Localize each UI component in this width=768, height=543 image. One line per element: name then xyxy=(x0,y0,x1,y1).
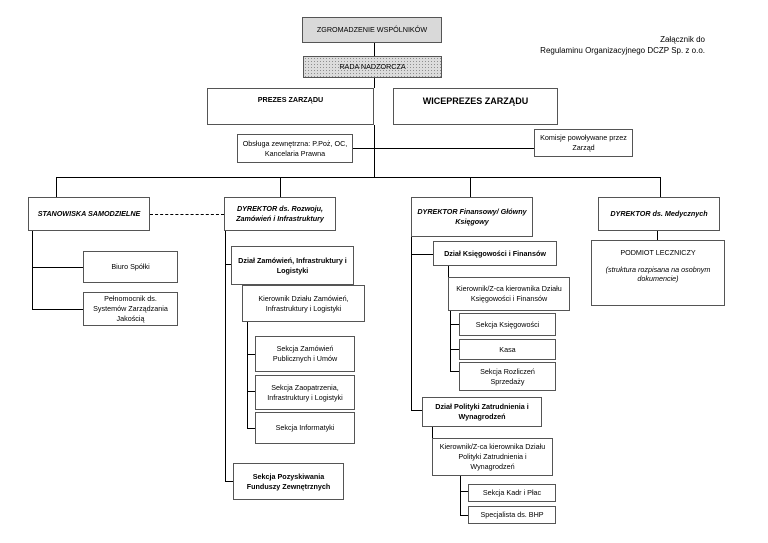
connector-line xyxy=(460,491,468,492)
zgromadzenie-wspolnikow-box: ZGROMADZENIE WSPÓLNIKÓW xyxy=(302,17,442,43)
connector-line xyxy=(660,177,661,197)
connector-line xyxy=(657,231,658,240)
dashed-connector xyxy=(150,214,224,215)
annex-note-line1: Załącznik do xyxy=(660,35,705,44)
connector-line xyxy=(225,264,231,265)
connector-line xyxy=(247,322,248,428)
connector-line xyxy=(411,237,412,410)
connector-line xyxy=(32,309,83,310)
podmiot-leczniczy-title: PODMIOT LECZNICZY xyxy=(620,248,696,257)
kasa-box: Kasa xyxy=(459,339,556,360)
dyrektor-medyczny-box: DYREKTOR ds. Medycznych xyxy=(598,197,720,231)
komisje-box: Komisje powoływane przez Zarząd xyxy=(534,129,633,157)
connector-line xyxy=(411,254,433,255)
connector-line xyxy=(432,427,433,438)
dyrektor-rozwoju-box: DYREKTOR ds. Rozwoju, Zamówień i Infrast… xyxy=(224,197,336,231)
annex-note: Załącznik do Regulaminu Organizacyjnego … xyxy=(500,34,705,56)
connector-line xyxy=(460,476,461,515)
connector-line xyxy=(56,177,660,178)
connector-line xyxy=(450,371,459,372)
connector-line xyxy=(56,177,57,197)
connector-line xyxy=(460,515,468,516)
connector-line xyxy=(470,177,471,197)
dzial-zamowien-box: Dział Zamówień, Infrastruktury i Logisty… xyxy=(231,246,354,285)
connector-line xyxy=(247,428,255,429)
kierownik-zamowien-box: Kierownik Działu Zamówień, Infrastruktur… xyxy=(242,285,365,322)
kierownik-polityki-box: Kierownik/Z-ca kierownika Działu Polityk… xyxy=(432,438,553,476)
sekcja-rozliczen-box: Sekcja Rozliczeń Sprzedaży xyxy=(459,362,556,391)
podmiot-leczniczy-box: PODMIOT LECZNICZY (struktura rozpisana n… xyxy=(591,240,725,306)
obsluga-zewnetrzna-box: Obsługa zewnętrzna: P.Poż, OC, Kancelari… xyxy=(237,134,353,163)
connector-line xyxy=(280,177,281,197)
wiceprezes-zarzadu-box: WICEPREZES ZARZĄDU xyxy=(393,88,558,125)
connector-line xyxy=(32,267,83,268)
connector-line xyxy=(225,481,233,482)
kierownik-ksiegowosci-box: Kierownik/Z-ca kierownika Działu Księgow… xyxy=(448,277,570,311)
dyrektor-finansowy-box: DYREKTOR Finansowy/ Główny Księgowy xyxy=(411,197,533,237)
annex-note-line2: Regulaminu Organizacyjnego DCZP Sp. z o.… xyxy=(540,46,705,56)
connector-line xyxy=(32,231,33,309)
sekcja-pozyskiwania-box: Sekcja Pozyskiwania Funduszy Zewnętrznyc… xyxy=(233,463,344,500)
rada-nadzorcza-box: RADA NADZORCZA xyxy=(303,56,442,78)
connector-line xyxy=(353,148,534,149)
sekcja-ksiegowosci-box: Sekcja Księgowości xyxy=(459,313,556,336)
specjalista-bhp-box: Specjalista ds. BHP xyxy=(468,506,556,524)
podmiot-leczniczy-note: (struktura rozpisana na osobnym dokumenc… xyxy=(605,264,711,284)
connector-line xyxy=(374,125,375,177)
stanowiska-samodzielne-box: STANOWISKA SAMODZIELNE xyxy=(28,197,150,231)
sekcja-kadr-box: Sekcja Kadr i Płac xyxy=(468,484,556,502)
biuro-spolki-box: Biuro Spółki xyxy=(83,251,178,283)
dzial-polityki-box: Dział Polityki Zatrudnienia i Wynagrodze… xyxy=(422,397,542,427)
connector-line xyxy=(450,311,451,371)
connector-line xyxy=(374,43,375,56)
prezes-zarzadu-box: PREZES ZARZĄDU xyxy=(207,88,374,125)
connector-line xyxy=(247,354,255,355)
connector-line xyxy=(448,266,449,277)
dzial-ksiegowosci-box: Dział Księgowości i Finansów xyxy=(433,241,557,266)
connector-line xyxy=(225,231,226,481)
connector-line xyxy=(450,324,459,325)
connector-line xyxy=(374,78,375,88)
connector-line xyxy=(247,391,255,392)
connector-line xyxy=(450,349,459,350)
sekcja-zaopatrzenia-box: Sekcja Zaopatrzenia, Infrastruktury i Lo… xyxy=(255,375,355,410)
pelnomocnik-box: Pełnomocnik ds. Systemów Zarządzania Jak… xyxy=(83,292,178,326)
sekcja-informatyki-box: Sekcja Informatyki xyxy=(255,412,355,444)
sekcja-zamowien-box: Sekcja Zamówień Publicznych i Umów xyxy=(255,336,355,372)
